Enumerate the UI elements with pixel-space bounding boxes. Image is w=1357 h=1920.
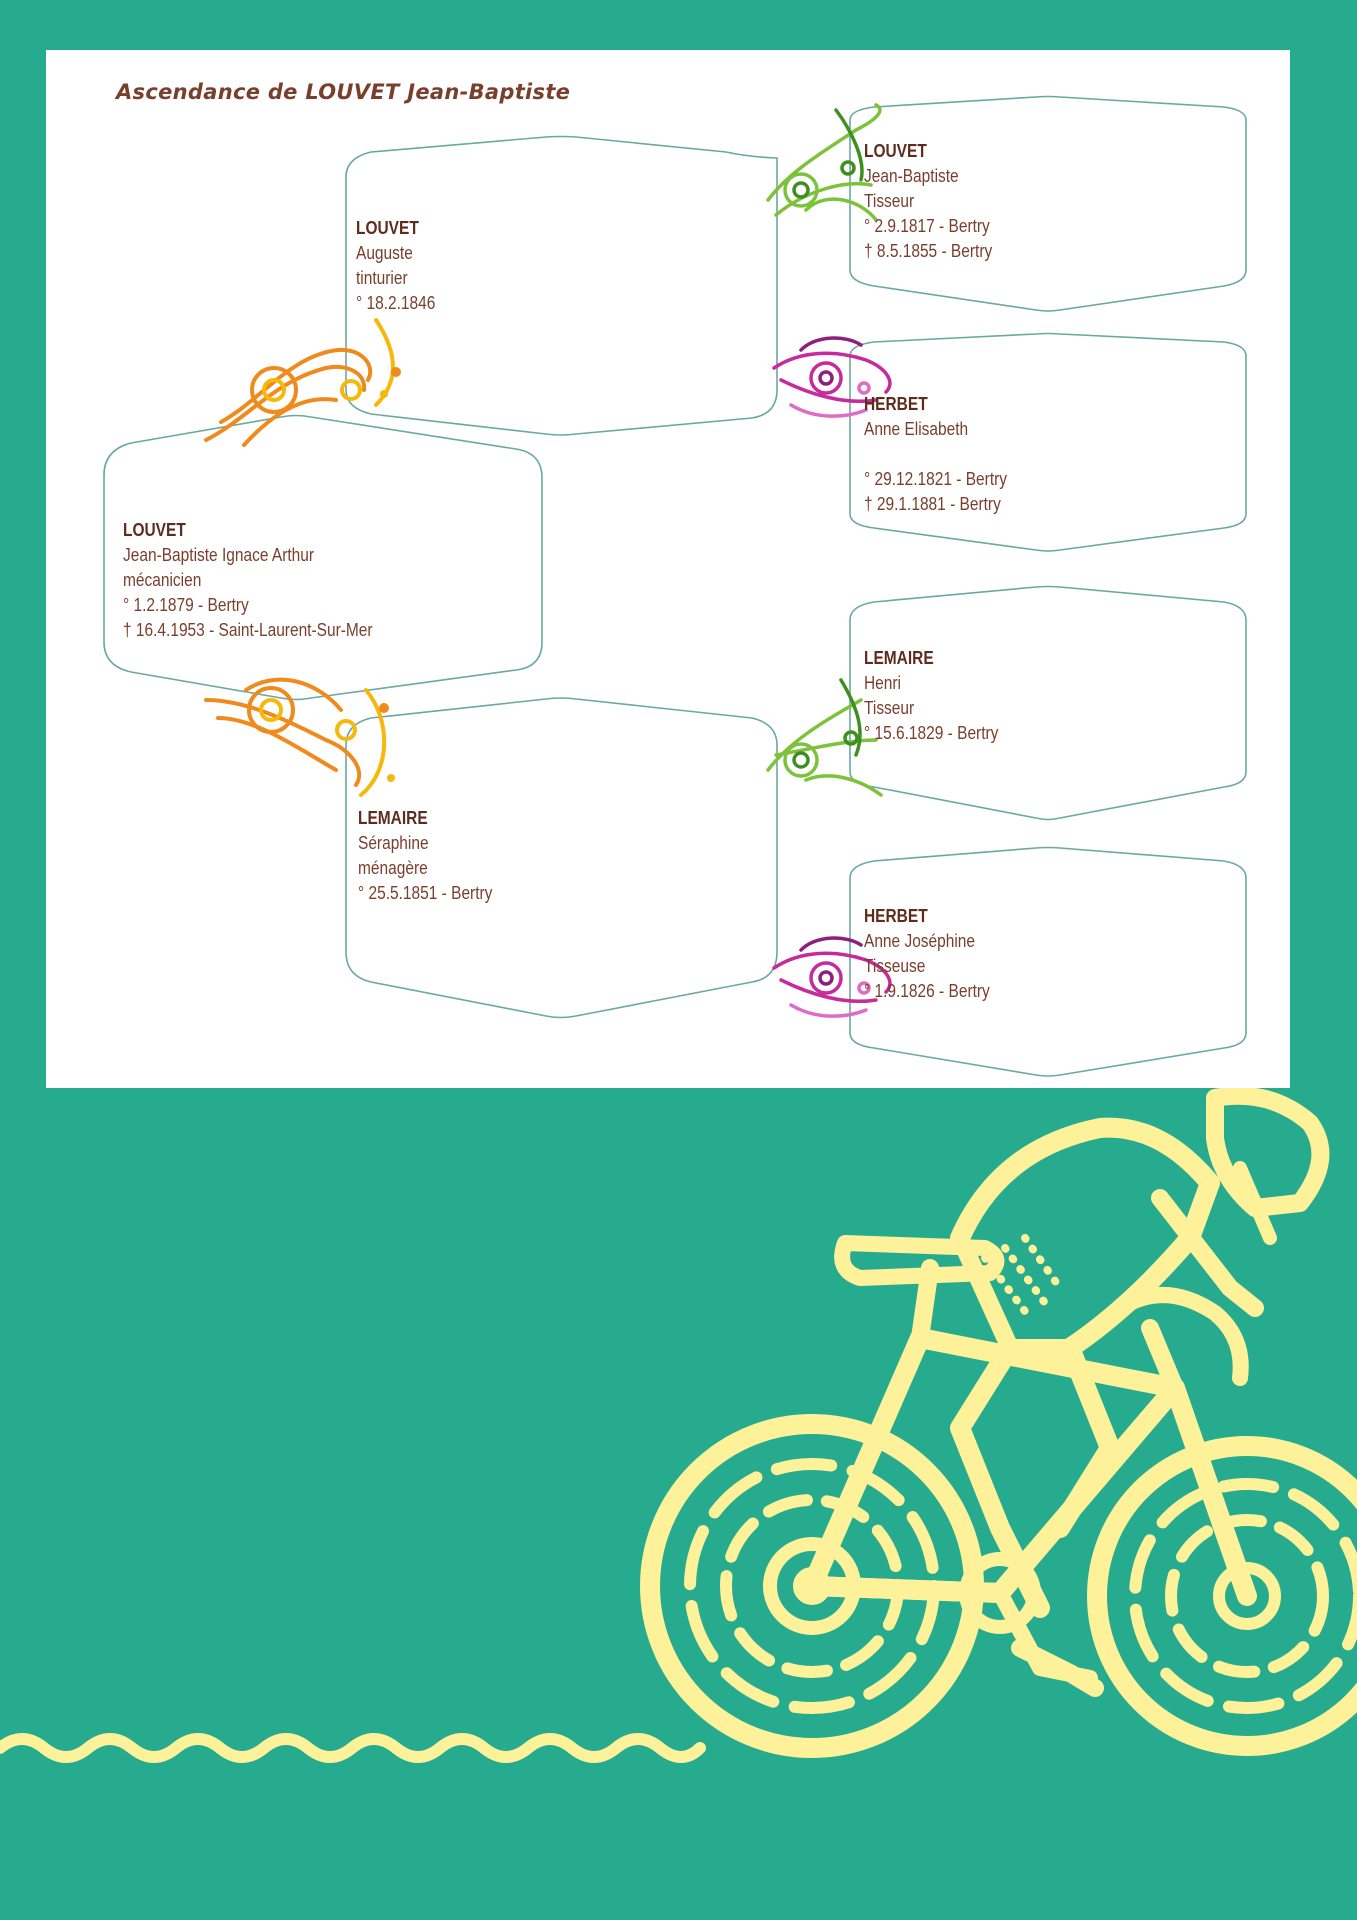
person-card-paternal-grandmother: HERBET Anne Elisabeth ° 29.12.1821 - Ber…: [864, 392, 1007, 517]
person-surname: LOUVET: [123, 520, 186, 540]
person-box: [103, 414, 543, 701]
person-death: † 8.5.1855 - Bertry: [864, 241, 993, 261]
person-birth: ° 1.2.1879 - Bertry: [123, 595, 249, 615]
person-birth: ° 18.2.1846: [356, 293, 436, 313]
person-card-father: LOUVET Auguste tinturier ° 18.2.1846: [356, 216, 435, 316]
green-swirl-ornament: [766, 678, 883, 797]
person-birth: ° 29.12.1821 - Bertry: [864, 469, 1008, 489]
person-card-root: LOUVET Jean-Baptiste Ignace Arthur mécan…: [123, 518, 373, 643]
person-birth: ° 15.6.1829 - Bertry: [864, 723, 999, 743]
person-card-maternal-grandmother: HERBET Anne Joséphine Tisseuse ° 1.9.182…: [864, 904, 990, 1004]
person-box: [849, 332, 1247, 552]
magenta-swirl-ornament: [772, 336, 892, 418]
person-surname: LOUVET: [356, 218, 419, 238]
person-occupation: [864, 442, 1007, 467]
person-given-name: Auguste: [356, 243, 413, 263]
person-occupation: mécanicien: [123, 570, 202, 590]
person-occupation: Tisseur: [864, 698, 915, 718]
orange-swirl-ornament: [204, 677, 395, 797]
person-box: [849, 846, 1247, 1077]
person-surname: LEMAIRE: [358, 808, 428, 828]
family-tree-panel: Ascendance de LOUVET Jean-Baptiste LOUVE…: [46, 50, 1290, 1088]
person-card-mother: LEMAIRE Séraphine ménagère ° 25.5.1851 -…: [358, 806, 492, 906]
person-surname: HERBET: [864, 906, 928, 926]
person-surname: HERBET: [864, 394, 928, 414]
tree-title: Ascendance de LOUVET Jean-Baptiste: [116, 80, 571, 104]
person-occupation: Tisseuse: [864, 956, 926, 976]
person-card-maternal-grandfather: LEMAIRE Henri Tisseur ° 15.6.1829 - Bert…: [864, 646, 998, 746]
person-given-name: Anne Elisabeth: [864, 419, 969, 439]
person-death: † 16.4.1953 - Saint-Laurent-Sur-Mer: [123, 620, 373, 640]
green-swirl-ornament: [766, 103, 882, 222]
person-box: [849, 585, 1247, 821]
person-occupation: ménagère: [358, 858, 428, 878]
person-box: [345, 135, 778, 436]
cyclist-illustration: [0, 1088, 1357, 1763]
person-death: † 29.1.1881 - Bertry: [864, 494, 1001, 514]
person-birth: ° 25.5.1851 - Bertry: [358, 883, 493, 903]
person-surname: LEMAIRE: [864, 648, 934, 668]
person-given-name: Séraphine: [358, 833, 429, 853]
wave-icon: [0, 1733, 706, 1763]
orange-swirl-ornament: [204, 318, 401, 447]
person-given-name: Henri: [864, 673, 901, 693]
person-given-name: Jean-Baptiste Ignace Arthur: [123, 545, 315, 565]
person-box: [345, 697, 778, 1019]
person-surname: LOUVET: [864, 141, 927, 161]
cyclist-icon: [640, 1088, 1357, 1758]
person-box: [849, 95, 1247, 312]
person-card-paternal-grandfather: LOUVET Jean-Baptiste Tisseur ° 2.9.1817 …: [864, 139, 992, 264]
person-given-name: Jean-Baptiste: [864, 166, 959, 186]
person-occupation: tinturier: [356, 268, 408, 288]
magenta-swirl-ornament: [772, 936, 892, 1018]
person-birth: ° 2.9.1817 - Bertry: [864, 216, 990, 236]
person-birth: ° 1.9.1826 - Bertry: [864, 981, 990, 1001]
person-given-name: Anne Joséphine: [864, 931, 976, 951]
person-occupation: Tisseur: [864, 191, 915, 211]
family-tree-diagram: [103, 95, 1247, 1077]
